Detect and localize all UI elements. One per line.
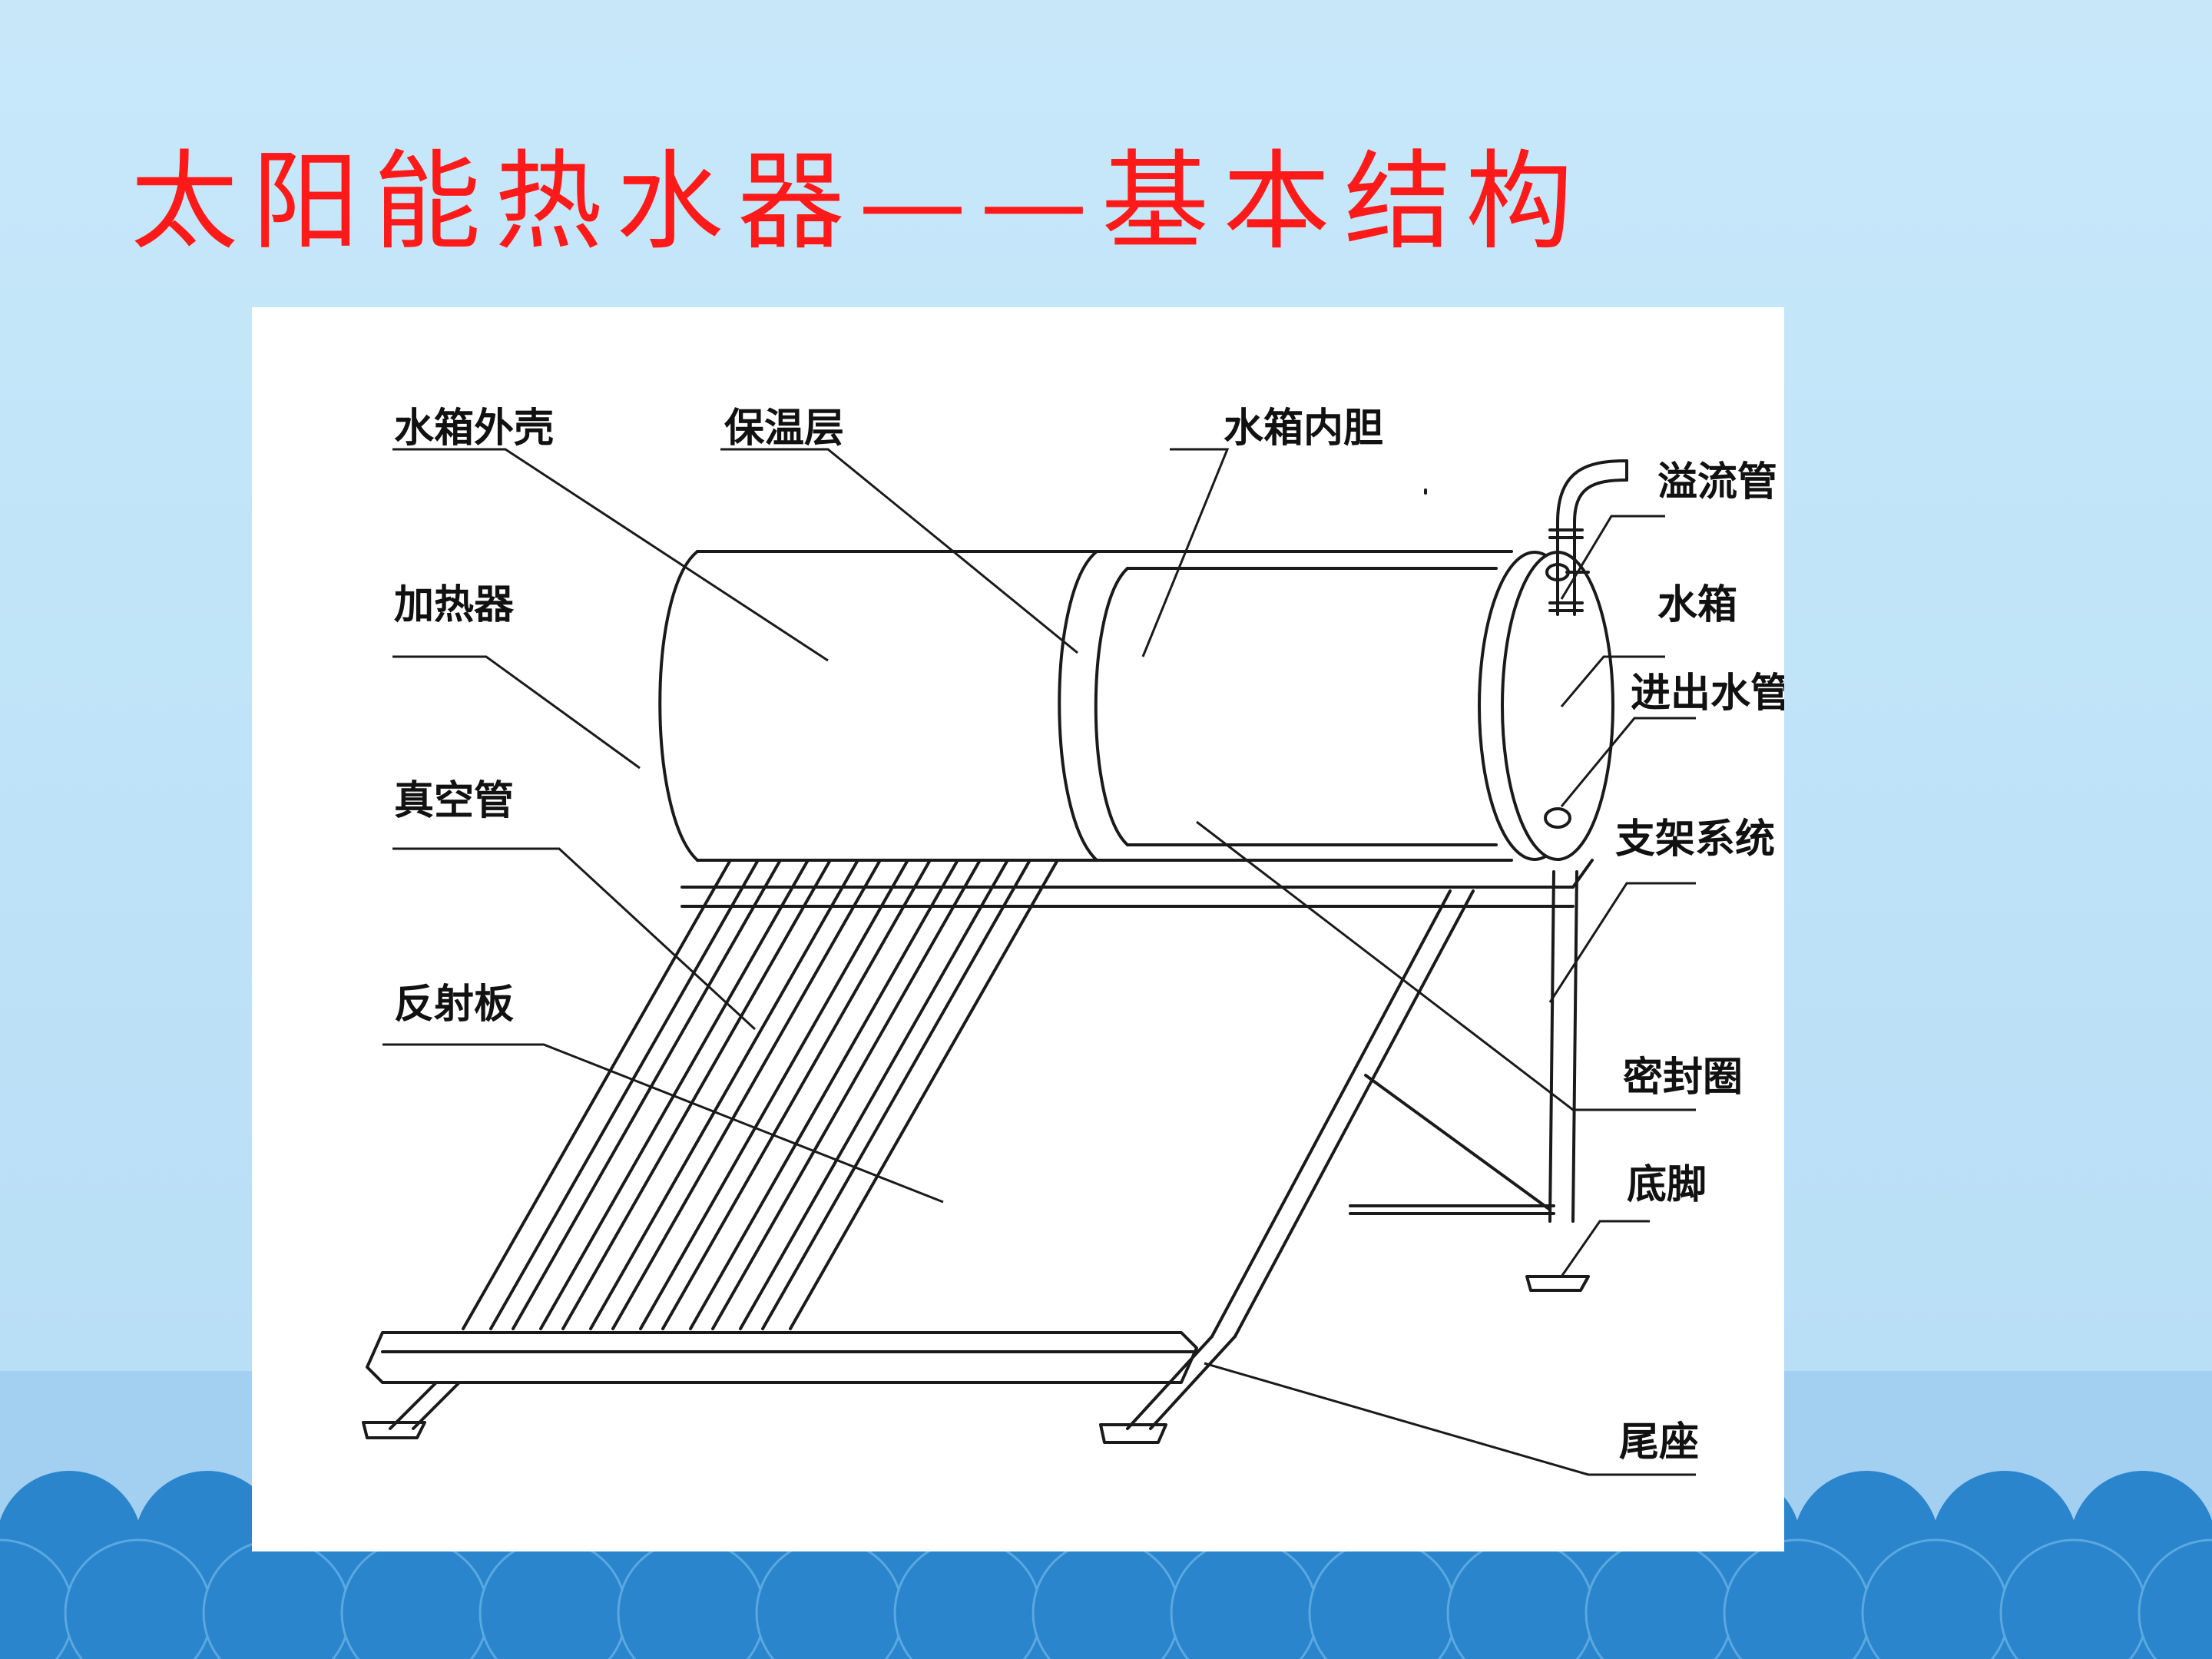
label-tank-shell: 水箱外壳 [394,406,554,452]
label-water-tank: 水箱 [1657,582,1737,628]
label-reflector: 反射板 [394,982,514,1028]
leader-lines [382,448,1696,1476]
vacuum-tubes [462,802,1458,1330]
wave-bump [2137,1538,2212,1659]
solar-water-heater-diagram: 水箱外壳 保温层 水箱内胆 溢流管 加热器 水箱 进出水管 真空管 支架系统 反… [362,406,1784,1476]
label-support-system: 支架系统 [1615,816,1775,863]
label-tail-seat: 尾座 [1619,1419,1699,1465]
diagram-panel: 水箱外壳 保温层 水箱内胆 溢流管 加热器 水箱 进出水管 真空管 支架系统 反… [252,307,1784,1551]
label-overflow-pipe: 溢流管 [1657,459,1777,505]
slide-title: 太阳能热水器——基本结构 [131,140,1588,265]
label-seal-ring: 密封圈 [1623,1055,1743,1101]
overflow-pipe [1548,459,1628,616]
label-insulation-layer: 保温层 [724,406,844,452]
support-frame [680,859,1594,1444]
label-heater: 加热器 [394,582,515,628]
water-tank [658,550,1614,862]
label-vacuum-tube: 真空管 [394,778,514,824]
label-inner-tank: 水箱内胆 [1224,406,1383,452]
tail-seat [362,1331,1198,1439]
label-base-foot: 底脚 [1627,1162,1707,1208]
label-inlet-outlet-pipe: 进出水管 [1631,671,1784,717]
